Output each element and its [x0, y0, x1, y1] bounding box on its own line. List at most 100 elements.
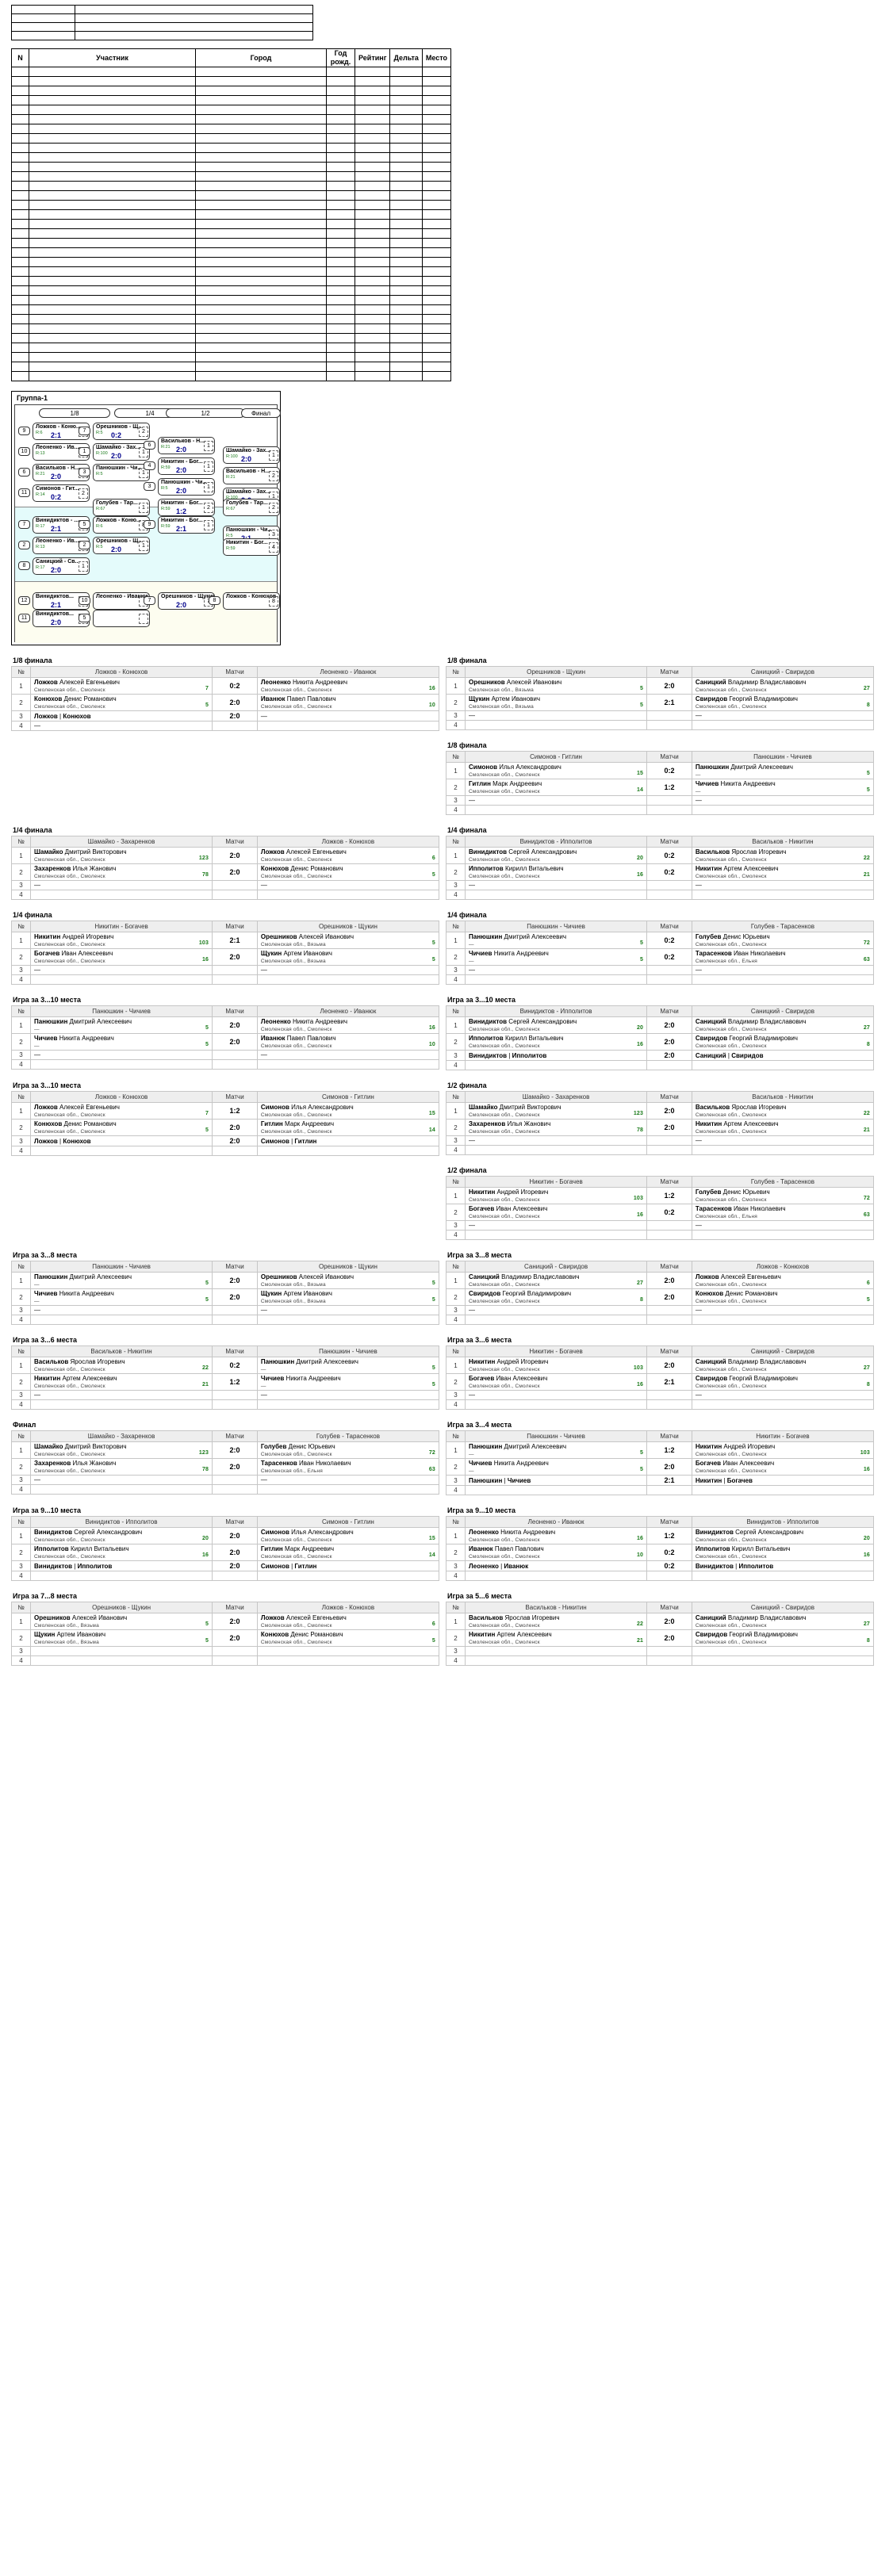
- participant-city: [195, 238, 327, 248]
- result-row-no: 1: [11, 1613, 31, 1630]
- result-score: 2:0: [212, 1272, 258, 1289]
- bracket-match-box[interactable]: Леоненко - Иванюк: [93, 592, 150, 610]
- participant-delta: [389, 105, 423, 115]
- result-right-player: —: [256, 880, 440, 890]
- result-left-name: Панюшкин Дмитрий Алексеевич: [34, 1273, 132, 1280]
- bracket-match-box[interactable]: Ложков - Коню...R:68: [93, 516, 150, 534]
- result-score: 2:0: [212, 1016, 258, 1034]
- result-row-no: 4: [11, 974, 31, 985]
- result-col-matches: Матчи: [212, 836, 258, 848]
- participant-rating: [354, 181, 391, 191]
- participant-place: [421, 304, 452, 315]
- result-right-rating: 5: [431, 1638, 435, 1644]
- result-block-title: Игра за 3...8 места: [447, 1251, 512, 1259]
- participant-birthyear: [326, 333, 355, 343]
- result-row-no: 3: [446, 1305, 466, 1315]
- result-col-right-team: Голубев - Тарасенков: [691, 1176, 875, 1188]
- result-row-no: 4: [11, 1571, 31, 1581]
- participant-row: [11, 304, 452, 315]
- result-right-name: —: [260, 712, 267, 720]
- participant-row: [11, 238, 452, 248]
- participant-delta: [389, 162, 423, 172]
- participant-name: [29, 228, 196, 239]
- result-col-left-team: Панюшкин - Чичиев: [464, 1430, 648, 1442]
- result-right-name: Орешников Алексей Иванович: [260, 933, 355, 940]
- participant-row: [11, 276, 452, 286]
- result-left-name: —: [34, 1476, 40, 1483]
- participant-name: [29, 133, 196, 144]
- participant-delta: [389, 333, 423, 343]
- result-row-no: 1: [446, 932, 466, 949]
- participant-number: [11, 76, 29, 86]
- result-left-name: —: [34, 1307, 40, 1314]
- result-right-rating: 16: [428, 1025, 435, 1031]
- result-right-rating: 6: [431, 1621, 435, 1627]
- result-row: 4: [446, 974, 875, 985]
- bracket-match-box[interactable]: [93, 610, 150, 627]
- result-right-rating: 21: [863, 1127, 870, 1133]
- result-row: 4: [446, 805, 875, 815]
- bracket-seed: 10: [79, 596, 90, 605]
- participant-row: [11, 105, 452, 115]
- result-col-left-team: Ложков - Конюхов: [29, 666, 213, 678]
- result-col-left-team: Шамайко - Захаренков: [29, 836, 213, 848]
- bracket-match-box[interactable]: Винидиктов - ...R:172:11: [33, 516, 90, 534]
- participant-birthyear: [326, 152, 355, 163]
- participant-row: [11, 209, 452, 220]
- result-left-player: —: [464, 965, 648, 975]
- participant-city: [195, 304, 327, 315]
- result-col-matches: Матчи: [646, 1430, 692, 1442]
- participant-place: [421, 362, 452, 372]
- participant-number: [11, 304, 29, 315]
- bracket-seed: 3: [144, 482, 155, 491]
- result-left-player: [464, 805, 648, 815]
- result-left-name: Шамайко Дмитрий Викторович: [34, 848, 127, 855]
- result-left-name: Ложков | Конюхов: [34, 1137, 91, 1145]
- participant-delta: [389, 133, 423, 144]
- participant-rating: [354, 143, 391, 153]
- result-right-player: [691, 805, 875, 815]
- participant-row: [11, 143, 452, 153]
- result-score: 2:0: [646, 1357, 692, 1374]
- result-left-name: Орешников Алексей Иванович: [469, 679, 562, 686]
- result-left-name: Никитин Андрей Игоревич: [469, 1358, 549, 1365]
- participant-name: [29, 171, 196, 182]
- bracket-match-result: 1: [204, 482, 213, 492]
- result-right-name: —: [695, 712, 702, 719]
- bracket-match-box[interactable]: Винидиктов...2:09: [33, 610, 90, 627]
- bracket-match-rating: R:6: [96, 524, 103, 529]
